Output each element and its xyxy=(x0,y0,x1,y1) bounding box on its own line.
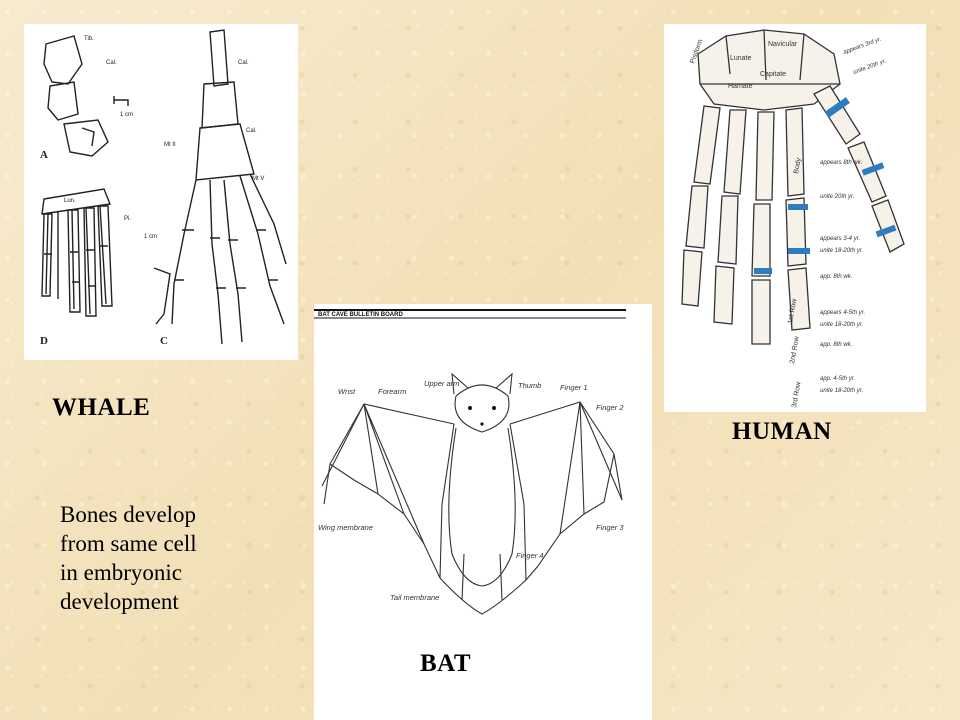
bat-upper-arm-label: Upper arm xyxy=(424,379,459,388)
bat-wing-membrane-label: Wing membrane xyxy=(318,523,373,532)
bat-finger4-label: Finger 4 xyxy=(516,551,544,560)
bat-figure-header: BAT CAVE BULLETIN BOARD xyxy=(318,312,403,318)
svg-text:app. 8th wk.: app. 8th wk. xyxy=(820,274,852,280)
bat-wrist-label: Wrist xyxy=(338,387,356,396)
svg-text:appears 4-5th yr.: appears 4-5th yr. xyxy=(820,310,865,316)
svg-text:unite 18-20th yr.: unite 18-20th yr. xyxy=(820,388,863,394)
whale-flipper-image: Tib. Cal. 1 cm Lun. Pi. 1 cm Cal. Cal. M… xyxy=(24,24,298,360)
whale-caption: WHALE xyxy=(52,394,151,421)
svg-text:Pi.: Pi. xyxy=(124,216,131,222)
bat-skeleton-drawing: BAT CAVE BULLETIN BOARD Upper arm Wrist … xyxy=(314,309,626,615)
svg-text:app. 4-5th yr.: app. 4-5th yr. xyxy=(820,376,855,382)
human-hand-image: Navicular Lunate Capitate Hamate Pisifor… xyxy=(664,24,926,412)
note-line: from same cell xyxy=(60,531,197,556)
whale-panel-d-label: D xyxy=(40,335,48,347)
homology-note: Bones develop from same cell in embryoni… xyxy=(60,500,280,616)
svg-text:Tib.: Tib. xyxy=(84,36,94,42)
svg-text:Cal.: Cal. xyxy=(106,60,117,66)
human-row3-label: 3rd Row xyxy=(791,381,803,409)
human-navicular-label: Navicular xyxy=(768,41,798,48)
svg-text:Lun.: Lun. xyxy=(64,198,76,204)
human-row2-label: 2nd Row xyxy=(789,335,801,364)
svg-text:unite 18-20th yr.: unite 18-20th yr. xyxy=(820,322,863,328)
svg-text:appears 3rd yr.: appears 3rd yr. xyxy=(843,37,883,56)
svg-text:unite 20th yr.: unite 20th yr. xyxy=(820,194,854,200)
svg-text:appears 3-4 yr.: appears 3-4 yr. xyxy=(820,236,860,242)
bat-caption: BAT xyxy=(420,650,472,677)
whale-panel-c-label: C xyxy=(160,335,168,347)
bat-finger1-label: Finger 1 xyxy=(560,383,588,392)
human-row1-label: 1st Row xyxy=(787,297,798,324)
whale-panel-a-label: A xyxy=(40,149,48,161)
svg-text:1 cm: 1 cm xyxy=(120,112,133,118)
svg-text:app. 8th wk.: app. 8th wk. xyxy=(820,342,852,348)
human-capitate-label: Capitate xyxy=(760,71,786,78)
svg-text:Cal.: Cal. xyxy=(238,60,249,66)
svg-text:unite 18-20th yr.: unite 18-20th yr. xyxy=(820,248,863,254)
human-hamate-label: Hamate xyxy=(728,83,753,90)
note-line: Bones develop xyxy=(60,502,197,527)
human-caption: HUMAN xyxy=(732,418,832,445)
svg-text:Mt II: Mt II xyxy=(164,142,176,148)
whale-skeleton-drawing: Tib. Cal. 1 cm Lun. Pi. 1 cm Cal. Cal. M… xyxy=(40,29,287,347)
bat-wing-image: BAT CAVE BULLETIN BOARD Upper arm Wrist … xyxy=(314,304,652,720)
svg-text:Cal.: Cal. xyxy=(246,128,257,134)
bat-finger2-label: Finger 2 xyxy=(596,403,624,412)
bat-finger3-label: Finger 3 xyxy=(596,523,624,532)
bat-thumb-label: Thumb xyxy=(518,381,541,390)
svg-text:appears 8th wk.: appears 8th wk. xyxy=(820,160,862,166)
human-lunate-label: Lunate xyxy=(730,55,752,62)
note-line: development xyxy=(60,589,179,614)
human-skeleton-drawing: Navicular Lunate Capitate Hamate Pisifor… xyxy=(681,29,905,409)
human-body-label: Body xyxy=(793,157,803,174)
svg-text:unite 20th yr.: unite 20th yr. xyxy=(853,58,887,75)
svg-text:1 cm: 1 cm xyxy=(144,234,157,240)
bat-tail-membrane-label: Tail membrane xyxy=(390,593,439,602)
bat-forearm-label: Forearm xyxy=(378,387,406,396)
svg-text:Mt V: Mt V xyxy=(252,176,264,182)
note-line: in embryonic xyxy=(60,560,182,585)
